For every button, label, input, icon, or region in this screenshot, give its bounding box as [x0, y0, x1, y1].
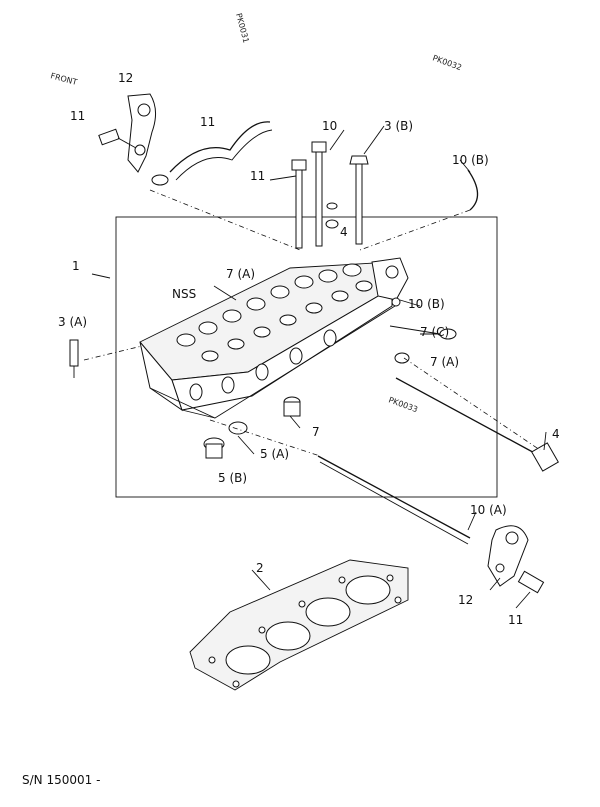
lifting-hanger-bottom [487, 525, 545, 594]
plugs [203, 396, 301, 459]
note-pk0032: PK0032 [431, 53, 463, 72]
serial-number-footer: S/N 150001 - [22, 773, 100, 787]
valve-ports [176, 263, 373, 362]
callout-4-right: 4 [552, 427, 560, 441]
callout-10: 10 [322, 119, 337, 133]
hose-clip [151, 121, 273, 186]
callout-2: 2 [256, 561, 264, 575]
head-gasket [189, 559, 409, 691]
right-fittings [389, 297, 457, 364]
callout-11-hose: 11 [200, 115, 215, 129]
callout-11-bottom: 11 [508, 613, 523, 627]
callout-10a: 10 (A) [470, 503, 507, 517]
assembly-frame [115, 216, 498, 498]
callout-nss: NSS [172, 287, 196, 301]
callout-11-top-left: 11 [70, 109, 85, 123]
callout-7: 7 [312, 425, 320, 439]
note-pk0033: PK0033 [387, 395, 419, 414]
bolt-3a [69, 339, 79, 378]
fuel-return-pipe [317, 377, 559, 545]
cylinder-head [139, 257, 409, 419]
callout-10b-top: 10 (B) [452, 153, 489, 167]
callout-4-top: 4 [340, 225, 348, 239]
callout-10b-right: 10 (B) [408, 297, 445, 311]
callout-7c: 7 (C) [420, 325, 449, 339]
callout-7a-top: 7 (A) [226, 267, 255, 281]
callout-12-top: 12 [118, 71, 133, 85]
callout-5b: 5 (B) [218, 471, 247, 485]
callout-5a: 5 (A) [260, 447, 289, 461]
callout-7a-right: 7 (A) [430, 355, 459, 369]
callout-1: 1 [72, 259, 80, 273]
leader-lines [83, 125, 547, 609]
callout-3a: 3 (A) [58, 315, 87, 329]
head-bolts [291, 141, 369, 249]
lifting-hanger-top [127, 93, 156, 173]
bolt-11-top [98, 128, 137, 149]
hose-10b [467, 169, 479, 211]
note-front: FRONT [49, 71, 78, 87]
callout-3b: 3 (B) [384, 119, 413, 133]
callout-12-bottom: 12 [458, 593, 473, 607]
note-pk0031: PK0031 [234, 12, 251, 44]
callout-11-bolt: 11 [250, 169, 265, 183]
side-ports [189, 329, 337, 401]
